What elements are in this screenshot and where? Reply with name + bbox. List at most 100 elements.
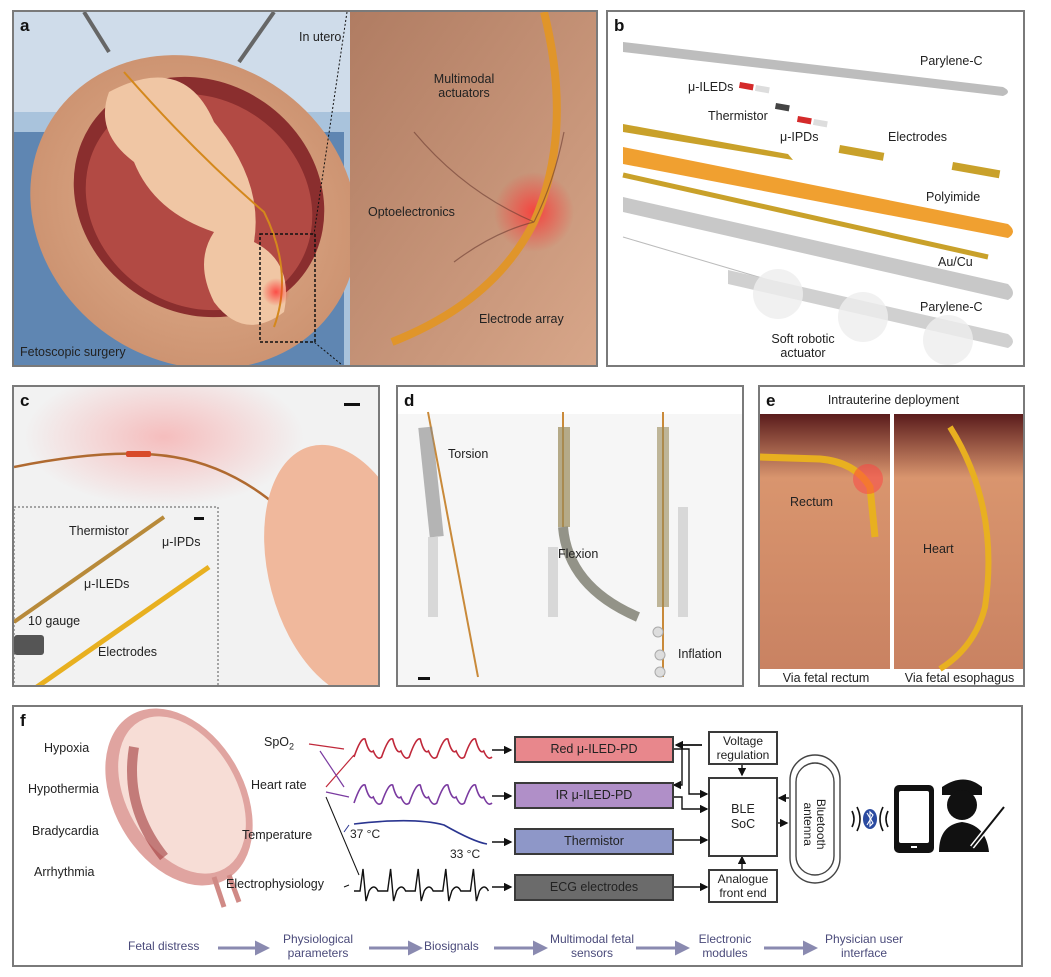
scale-bar [344,403,360,406]
condition-bradycardia: Bradycardia [32,824,99,838]
panel-b: b Parylene-C μ-ILEDs Thermistor μ-IPDs E… [606,10,1025,367]
sensor-ecg-electrodes: ECG electrodes [514,874,674,901]
temp-end-label: 33 °C [450,847,481,861]
smartphone-icon [894,785,934,853]
panel-d: d Torsion Flexion Inflation [396,385,744,687]
param-spo2-subscript: 2 [289,741,295,752]
label-rectum: Rectum [790,495,834,509]
panel-label-c: c [20,391,30,410]
label-mu-ipds: μ-IPDs [780,130,819,144]
temp-start-label: 37 °C [350,827,381,841]
panel-d-photo [398,411,742,685]
instrument-left [82,12,111,54]
panel-b-exploded-view [622,42,1013,365]
actuator-inflation [652,412,688,678]
ble-soc-label-2: SoC [730,817,756,831]
esophagus-view [894,414,1023,669]
device-wire [14,452,285,513]
panel-e: e Intrauterine deployment Rectum Heart V… [758,385,1025,687]
label-torsion: Torsion [448,447,489,461]
label-parylene-c-bottom: Parylene-C [920,300,983,314]
label-parylene-c-top: Parylene-C [920,54,983,68]
polyimide-layer [623,147,1013,238]
bluetooth-antenna-outer [789,754,841,884]
caption-via-fetal-esophagus: Via fetal esophagus [904,671,1015,685]
ble-soc-label-1: BLE [731,802,755,816]
label-fetoscopic-surgery: Fetoscopic surgery [20,345,126,359]
sensor-thermistor: Thermistor [514,828,674,855]
label-soft-robotic-actuator: Soft robotic actuator [771,332,835,360]
sensor-red-mu-iled-pd: Red μ-ILED-PD [514,736,674,763]
condition-arrhythmia: Arrhythmia [34,865,95,879]
zoom-box [259,233,316,343]
label-au-cu: Au/Cu [938,255,973,269]
module-analogue-front-end: Analogue front end [708,869,778,903]
label-flexion: Flexion [558,547,599,561]
sensor-red-label: Red μ-ILED-PD [550,742,638,756]
bluetooth-antenna-label: Bluetooth antenna [801,798,829,850]
voltage-regulation-label: Voltage regulation [716,733,770,762]
fingertip [264,444,378,685]
scale-bar [418,677,430,680]
inset-probe-1 [14,515,166,624]
flow-physician-user-interface: Physician user interface [824,932,904,960]
label-inflation: Inflation [678,647,722,661]
inset-scale-bar [194,517,204,520]
panel-label-a: a [20,16,30,35]
flow-fetal-distress: Fetal distress [128,939,200,953]
panel-c-photo [14,387,378,685]
parylene-top-layer [623,42,1008,96]
condition-hypothermia: Hypothermia [28,782,99,796]
physician-icon [939,779,1006,852]
label-heart: Heart [923,542,954,556]
au-cu-traces-top [623,124,793,160]
panel-f-diagram [105,708,1006,956]
spo2-red-waveform [353,738,493,759]
param-temperature: Temperature [242,828,313,842]
label-polyimide: Polyimide [926,190,981,204]
analogue-front-end-label: Analogue front end [717,871,769,900]
panel-label-f: f [20,711,26,730]
label-c-mu-ileds: μ-ILEDs [84,577,130,591]
signal-waves-left [851,806,861,832]
label-c-mu-ipds: μ-IPDs [162,535,201,549]
condition-hypoxia: Hypoxia [44,741,90,755]
label-optoelectronics: Optoelectronics [368,205,455,219]
panel-a-illustration [14,12,596,365]
panel-a: a In utero Fetoscopic surgery Multimodal… [12,10,598,367]
temperature-waveform [353,819,488,845]
au-cu-traces [622,172,989,260]
panel-label-d: d [404,391,415,410]
label-c-electrodes: Electrodes [98,645,158,659]
needle-10-gauge [14,635,44,655]
param-electrophysiology: Electrophysiology [226,877,324,891]
panel-label-b: b [614,16,625,35]
flow-physiological-parameters: Physiological parameters [282,932,354,960]
label-electrode-array: Electrode array [479,312,564,326]
param-spo2: SpO2 [264,735,294,752]
flow-electronic-modules: Electronic modules [698,932,752,960]
sensor-ir-label: IR μ-ILED-PD [555,788,633,802]
fetus [104,77,286,325]
panel-f: f Hypoxia Hypothermia Bradycardia Arrhyt… [12,705,1023,967]
param-heart-rate: Heart rate [251,778,307,792]
label-intrauterine-deployment: Intrauterine deployment [827,393,960,407]
parylene-bottom-layer [623,197,1013,300]
signal-waves-right [879,806,889,832]
panel-c: c Thermistor μ-IPDs μ-ILEDs 10 gauge Ele… [12,385,380,687]
electrode-pad-1 [838,145,885,161]
label-mu-ileds: μ-ILEDs [688,80,734,94]
flow-biosignals: Biosignals [424,939,479,953]
caption-via-fetal-rectum: Via fetal rectum [782,671,870,685]
label-c-10-gauge: 10 gauge [28,614,81,628]
bluetooth-antenna-inner [795,762,835,876]
panel-label-e: e [766,391,776,410]
sensor-ecg-label: ECG electrodes [549,880,639,894]
label-electrodes: Electrodes [888,130,948,144]
sensor-ir-mu-iled-pd: IR μ-ILED-PD [514,782,674,809]
module-ble-soc: BLE SoC [708,777,778,857]
ecg-waveform [354,868,490,902]
param-spo2-text: SpO [264,735,290,749]
panel-e-renderings [760,414,1023,672]
electrode-pad-2 [951,162,1001,179]
